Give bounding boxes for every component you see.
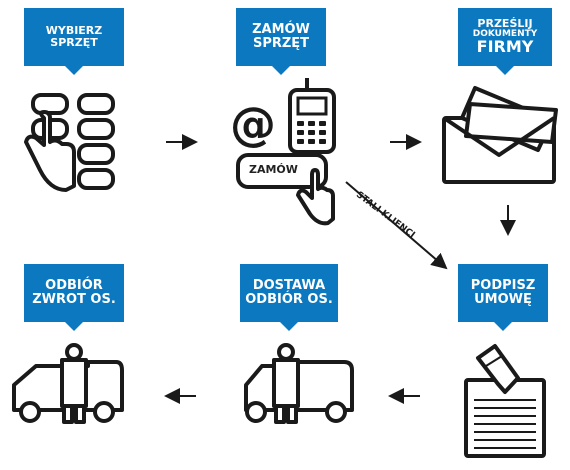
mobile-phone-icon — [288, 78, 336, 154]
step-5-line-1: DOSTAWA — [252, 278, 326, 294]
arrow-shortcut-regular-clients — [345, 181, 448, 270]
step-4-line-1: PODPISZ — [470, 278, 536, 294]
step-3-line-3: FIRMY — [476, 37, 534, 57]
step-3-line-1: PRZEŚLIJ — [477, 17, 533, 31]
step-3-line-2: DOKUMENTY — [472, 28, 538, 39]
order-button-label: ZAMÓW — [249, 163, 298, 176]
step-label-choose-equipment: WYBIERZ SPRZĘT — [24, 8, 124, 75]
contract-signing-icon — [464, 344, 546, 458]
envelope-documents-icon — [442, 86, 558, 184]
step-label-delivery: DOSTAWA ODBIÓR OS. — [240, 264, 338, 331]
step-1-line-1: WYBIERZ — [45, 24, 103, 38]
keypad-hand-icon — [24, 93, 115, 192]
step-6-line-1: ODBIÓR — [45, 278, 103, 294]
delivery-van-icon — [244, 343, 354, 424]
step-label-order-equipment: ZAMÓW SPRZĘT — [236, 8, 326, 75]
step-2-line-2: SPRZĘT — [252, 36, 310, 51]
step-label-sign-contract: PODPISZ UMOWĘ — [458, 264, 548, 331]
step-label-pickup-return: ODBIÓR ZWROT OS. — [24, 264, 124, 331]
pickup-van-icon — [12, 343, 124, 424]
step-5-line-2: ODBIÓR OS. — [245, 292, 333, 307]
step-label-send-documents: PRZEŚLIJ DOKUMENTY FIRMY — [458, 8, 552, 75]
email-icon: @ — [230, 97, 276, 151]
step-2-line-1: ZAMÓW — [252, 22, 310, 38]
order-button-icon — [236, 153, 335, 226]
step-4-line-2: UMOWĘ — [474, 292, 532, 307]
step-6-line-2: ZWROT OS. — [32, 292, 116, 307]
step-1-line-2: SPRZĘT — [50, 36, 98, 49]
